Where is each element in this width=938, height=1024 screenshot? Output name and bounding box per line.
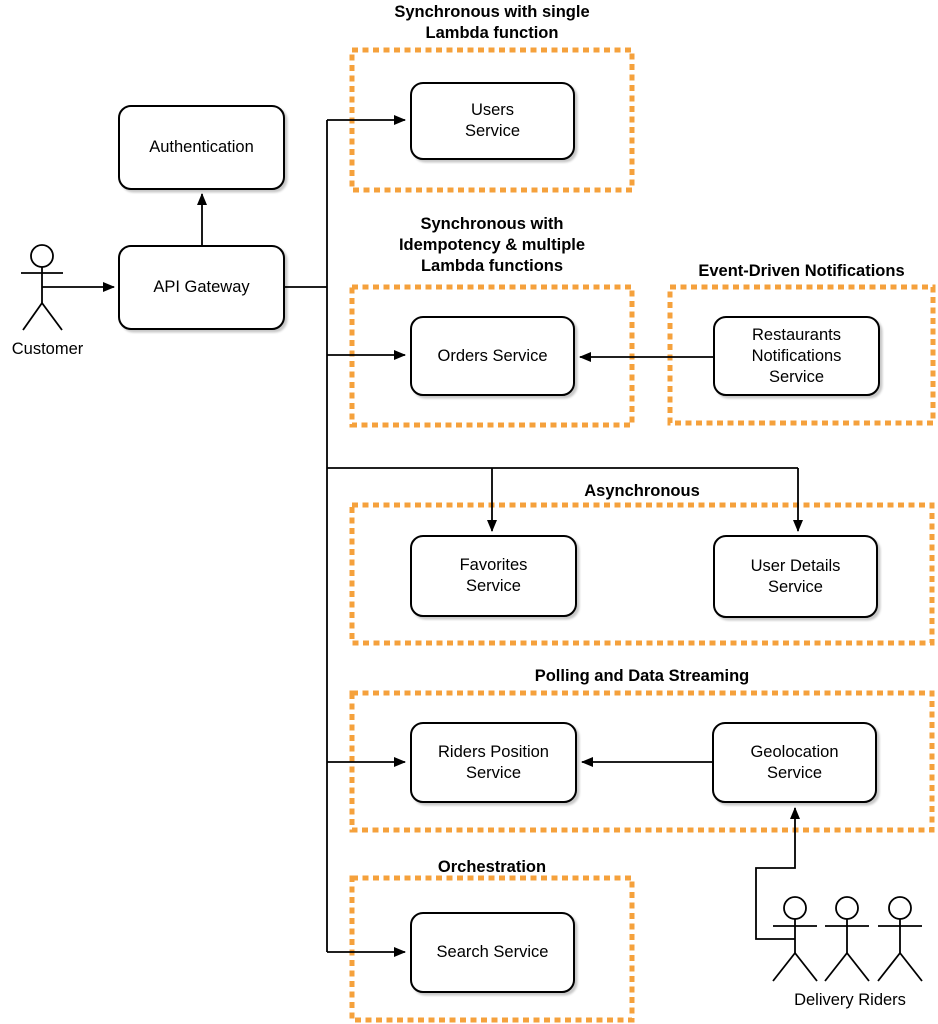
delivery-rider-figure-3 <box>877 896 923 982</box>
group-title-orchestration: Orchestration <box>437 858 547 876</box>
delivery-rider-figure-1 <box>772 896 818 982</box>
group-box-synchronous-idempotency <box>349 284 635 428</box>
delivery-riders-label: Delivery Riders <box>794 991 906 1009</box>
node-authentication: Authentication <box>118 105 285 190</box>
node-user-details-service: User Details Service <box>713 535 878 618</box>
node-orders-service: Orders Service <box>410 316 575 396</box>
node-users-service: Users Service <box>410 82 575 160</box>
group-box-orchestration <box>349 875 635 1023</box>
node-api-gateway: API Gateway <box>118 245 285 330</box>
customer-label: Customer <box>11 340 84 358</box>
group-title-synchronous-single: Synchronous with single Lambda function <box>394 3 590 42</box>
node-search-service: Search Service <box>410 912 575 993</box>
node-restaurants-notifications-service: Restaurants Notifications Service <box>713 316 880 396</box>
node-favorites-service: Favorites Service <box>410 535 577 617</box>
group-box-asynchronous <box>349 502 935 646</box>
group-title-synchronous-idempotency: Synchronous with Idempotency & multiple … <box>398 215 586 275</box>
customer-figure <box>21 244 63 331</box>
delivery-riders-figures <box>772 896 923 982</box>
group-title-polling: Polling and Data Streaming <box>534 667 750 685</box>
group-title-asynchronous: Asynchronous <box>584 482 700 500</box>
group-box-event-driven <box>667 284 936 426</box>
connector-riders-to-geolocation <box>755 807 800 940</box>
group-title-event-driven: Event-Driven Notifications <box>698 262 905 280</box>
node-geolocation-service: Geolocation Service <box>712 722 877 803</box>
node-riders-position-service: Riders Position Service <box>410 722 577 803</box>
delivery-rider-figure-2 <box>824 896 870 982</box>
